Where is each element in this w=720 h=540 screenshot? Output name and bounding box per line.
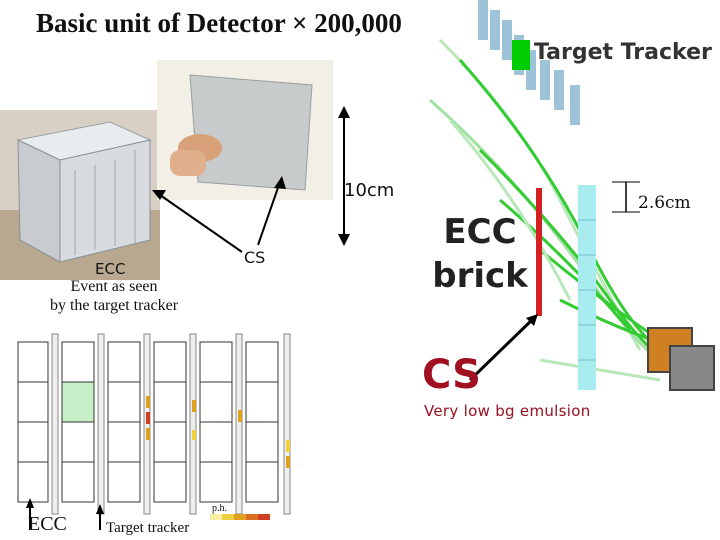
cs-film-photo [157,60,333,200]
ecc-bottom-label: ECC [28,513,67,536]
ph-color-scale [210,514,270,520]
ecc-brick-label: ECC brick [428,210,532,298]
cs-big-label: CS [422,352,481,398]
cs-small-label: CS [244,248,265,267]
ecc-brick-line1: ECC [428,210,532,254]
event-caption: Event as seen by the target tracker [38,277,190,315]
corner-grey-box [670,346,714,390]
ecc-pointer-arrow [160,195,242,252]
event-caption-line1: Event as seen [38,277,190,296]
dim-10cm-arrow [338,106,350,246]
dim-10cm-label: 10cm [344,180,394,201]
brick-red-edge [536,188,542,316]
target-tracker-bottom-label: Target tracker [106,520,189,537]
ecc-highlighted-cell [62,382,94,422]
page-title: Basic unit of Detector × 200,000 [36,8,402,39]
event-display [18,334,290,530]
ph-label: p.h. [212,503,227,514]
dim-2-6cm-arrow [612,182,640,212]
ecc-brick-line2: brick [428,254,532,298]
dim-2-6cm-label: 2.6cm [638,193,691,213]
event-caption-line2: by the target tracker [38,296,190,315]
cyan-tracker-layer [578,185,596,390]
ecc-wall-1 [18,342,48,502]
ecc-small-label: ECC [95,260,125,278]
target-tracker-label: Target Tracker [534,40,712,65]
cs-description: Very low bg emulsion [424,402,591,420]
ecc-brick-photo [0,110,160,280]
